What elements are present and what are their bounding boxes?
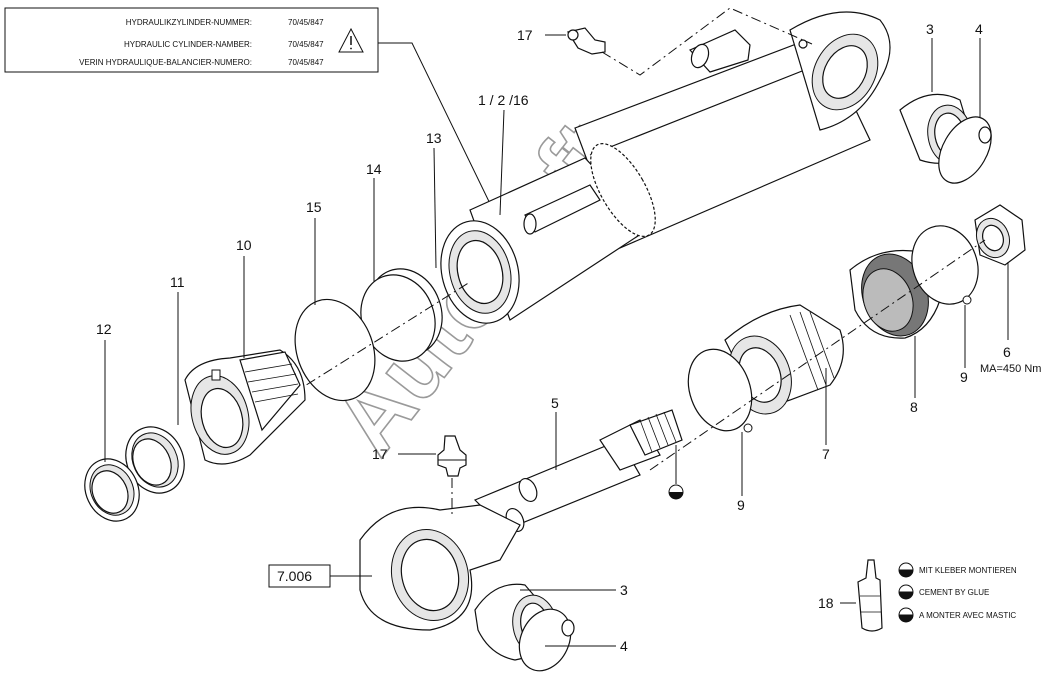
callout-12: 12: [96, 321, 112, 337]
warning-triangle-icon: [338, 27, 364, 53]
callout-17-top: 17: [517, 27, 533, 43]
cylinder-tube: [440, 11, 891, 324]
callout-4-bottom: 4: [620, 638, 628, 654]
glue-tube-icon: [857, 559, 883, 632]
legend-item-3: A MONTER AVEC MASTIC: [898, 607, 1016, 623]
legend-item-1: MIT KLEBER MONTIEREN: [898, 562, 1017, 578]
seal-15: [294, 298, 376, 402]
cylinder-number-box: HYDRAULIKZYLINDER-NUMMER: 70/45/847 HYDR…: [4, 7, 379, 73]
callout-leaders: [104, 34, 1009, 647]
snap-ring-top: [938, 116, 992, 184]
box-leader-line: [378, 42, 498, 219]
seal-9-mid: [687, 348, 753, 432]
legend-label-3: A MONTER AVEC MASTIC: [919, 611, 1016, 620]
callout-1-2-16: 1 / 2 /16: [478, 92, 529, 108]
callout-14: 14: [366, 161, 382, 177]
torque-label: MA=450 Nm: [980, 363, 1041, 375]
grease-nipple-top: [567, 27, 606, 55]
snap-ring-bottom: [518, 608, 575, 672]
callout-7006: 7.006: [277, 568, 312, 584]
callout-15: 15: [306, 199, 322, 215]
callout-6: 6: [1003, 344, 1011, 360]
callout-5: 5: [551, 395, 559, 411]
piston-rod: [473, 409, 683, 532]
glue-marker-icon: [668, 445, 684, 500]
callout-11: 11: [170, 274, 185, 290]
guide-head: [184, 349, 306, 465]
grease-nipple-middle: [437, 435, 467, 477]
callout-3-top: 3: [926, 21, 934, 37]
seal-9-right-gap: [962, 295, 972, 305]
row2-value: 70/45/847: [288, 40, 324, 49]
callout-10: 10: [236, 237, 252, 253]
callout-8: 8: [910, 399, 918, 415]
rod-eye: [359, 504, 521, 631]
callout-3-bottom: 3: [620, 582, 628, 598]
legend-item-2: CEMENT BY GLUE: [898, 584, 989, 600]
legend-label-2: CEMENT BY GLUE: [919, 588, 989, 597]
row1-label: HYDRAULIKZYLINDER-NUMMER:: [126, 18, 252, 27]
callout-9-right: 9: [960, 369, 968, 385]
ring-12: [84, 458, 140, 522]
seal-9-right: [911, 225, 979, 305]
callout-9-mid: 9: [737, 497, 745, 513]
center-axis-right: [649, 239, 986, 471]
wiper-11: [125, 426, 185, 494]
legend-label-1: MIT KLEBER MONTIEREN: [919, 566, 1017, 575]
row3-value: 70/45/847: [288, 58, 324, 67]
lock-nut: [974, 204, 1026, 266]
top-dash-path: [601, 7, 813, 76]
callout-7006-box: 7.006: [268, 564, 331, 588]
callout-17-mid: 17: [372, 446, 388, 462]
row3-label: VERIN HYDRAULIQUE-BALANCIER-NUMERO:: [79, 58, 252, 67]
callout-7: 7: [822, 446, 830, 462]
callout-18: 18: [818, 595, 834, 611]
row2-label: HYDRAULIC CYLINDER-NAMBER:: [124, 40, 252, 49]
callout-13: 13: [426, 130, 442, 146]
seal-9-mid-gap: [743, 423, 753, 433]
callout-4-top: 4: [975, 21, 983, 37]
row1-value: 70/45/847: [288, 18, 324, 27]
legend: MIT KLEBER MONTIEREN CEMENT BY GLUE A MO…: [898, 562, 1017, 623]
